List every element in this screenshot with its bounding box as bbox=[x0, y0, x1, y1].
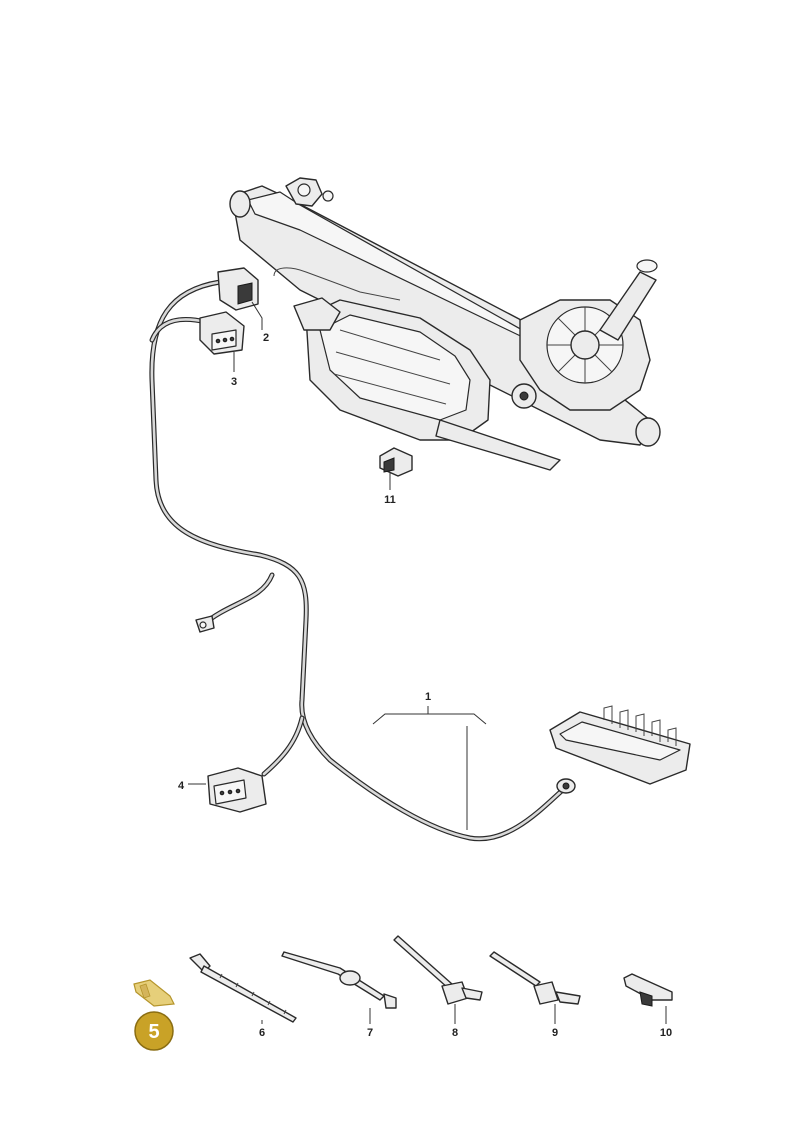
cable-tie-8 bbox=[393, 935, 483, 1005]
callout-10: 10 bbox=[660, 1027, 672, 1039]
callout-8: 8 bbox=[452, 1027, 458, 1039]
clip-10 bbox=[623, 973, 673, 1007]
callout-1: 1 bbox=[425, 691, 431, 703]
callout-7: 7 bbox=[367, 1027, 373, 1039]
harness-bracket bbox=[549, 705, 691, 785]
connector-4 bbox=[207, 767, 267, 813]
cable-tie-9 bbox=[489, 951, 581, 1005]
leader-lines bbox=[188, 301, 667, 1024]
clip-11 bbox=[379, 447, 413, 477]
connector-3 bbox=[199, 311, 245, 355]
callout-2: 2 bbox=[263, 332, 269, 344]
callout-5: 5 bbox=[148, 1021, 159, 1043]
callout-4: 4 bbox=[178, 780, 185, 792]
cable-tie-6 bbox=[189, 953, 297, 1023]
callout-11: 11 bbox=[384, 494, 396, 506]
callout-3: 3 bbox=[231, 376, 237, 388]
steering-rack bbox=[229, 177, 661, 471]
callout-9: 9 bbox=[552, 1027, 558, 1039]
connector-2 bbox=[217, 267, 259, 311]
wiring-harness bbox=[149, 279, 576, 842]
callout-5-badge[interactable]: 5 bbox=[134, 1011, 174, 1051]
cable-tie-7 bbox=[281, 951, 397, 1009]
clip-icon bbox=[133, 979, 175, 1007]
badge-circle bbox=[134, 1011, 174, 1051]
callout-6: 6 bbox=[259, 1027, 265, 1039]
